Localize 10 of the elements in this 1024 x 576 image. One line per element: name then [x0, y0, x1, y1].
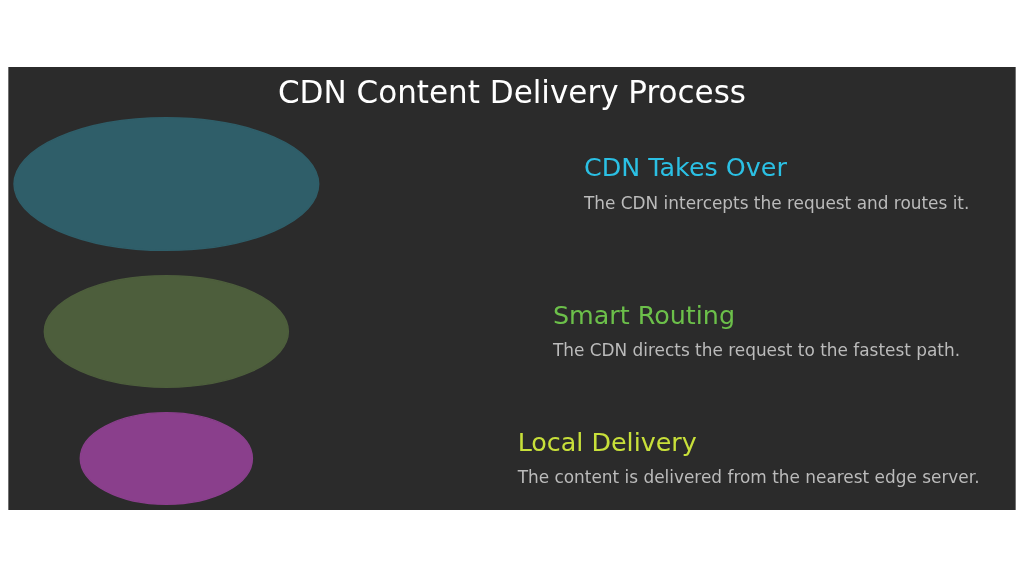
- node-ellipse: [43, 274, 290, 388]
- node-label: The CDN directs the request to the fastest path.: [552, 339, 961, 360]
- node-label: Local Delivery: [517, 426, 697, 457]
- node-ellipse: [79, 411, 254, 505]
- node-label: The content is delivered from the nearest edge server.: [517, 466, 980, 487]
- diagram-title: CDN Content Delivery Process: [277, 73, 747, 110]
- node-label: The CDN intercepts the request and routes it.: [583, 192, 970, 213]
- node-ellipse: [13, 116, 320, 251]
- node-label: Smart Routing: [552, 299, 736, 330]
- node-label: CDN Takes Over: [583, 151, 787, 182]
